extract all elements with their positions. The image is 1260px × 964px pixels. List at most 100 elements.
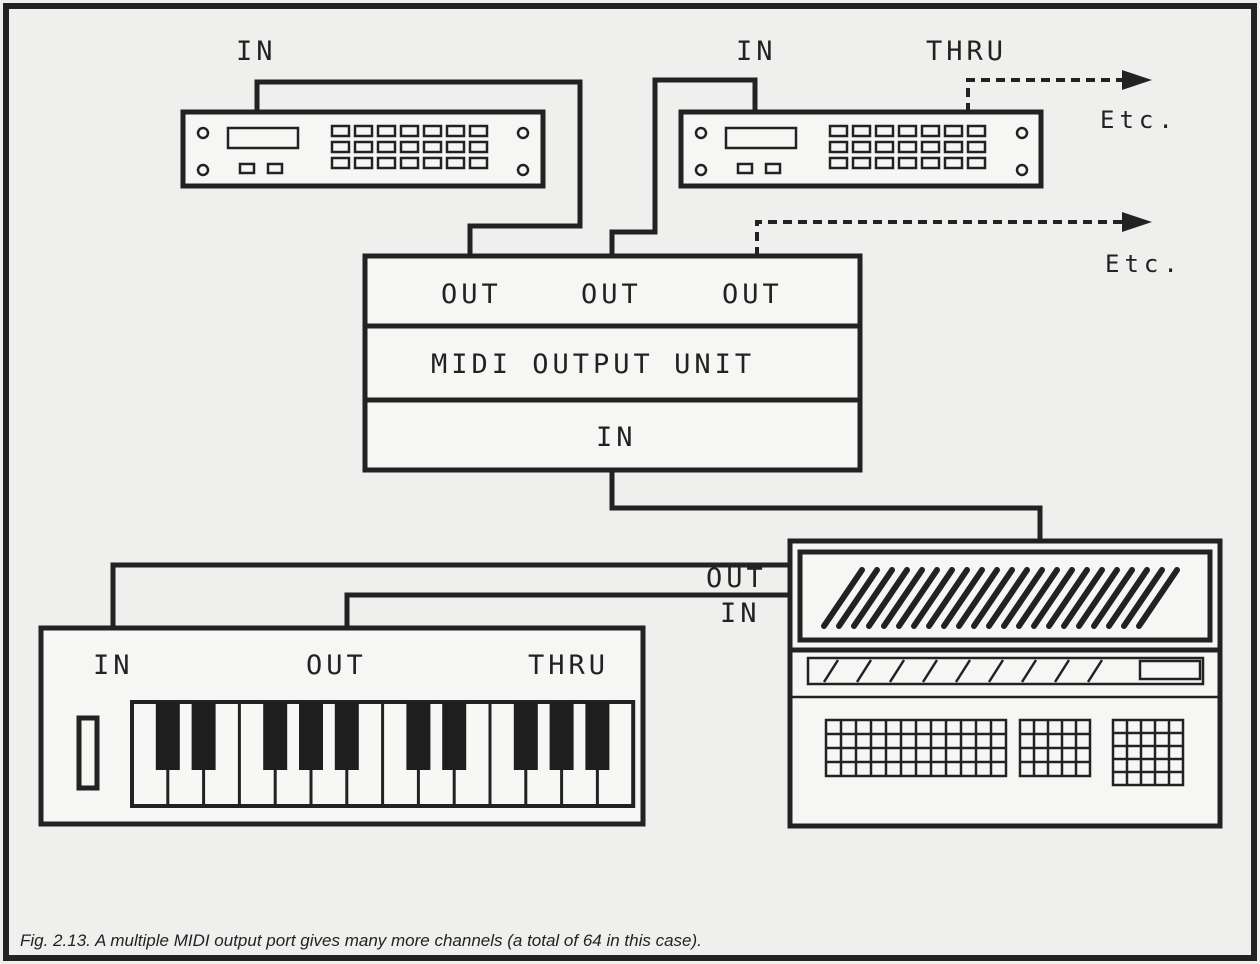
keyboard-in-label: IN — [93, 650, 134, 681]
synth-button — [943, 140, 964, 154]
screw-icon — [694, 163, 708, 177]
computer-out-label: OUT — [706, 563, 767, 594]
disk-drive-panel — [806, 656, 1205, 686]
unit-out-label-2: OUT — [581, 279, 642, 310]
black-key — [549, 702, 574, 770]
synth-module-right — [678, 109, 1044, 189]
figure-frame — [3, 3, 1257, 961]
left-synth-in-label: IN — [236, 36, 277, 67]
unit-out-label-1: OUT — [441, 279, 502, 310]
synth-button — [399, 124, 420, 138]
synth-button — [874, 156, 895, 170]
synth-button — [376, 156, 397, 170]
synth-button — [897, 140, 918, 154]
synth-button — [330, 140, 351, 154]
unit-title: MIDI OUTPUT UNIT — [431, 349, 755, 380]
computer-in-label: IN — [720, 598, 761, 629]
synth-button — [828, 140, 849, 154]
synth-button — [376, 140, 397, 154]
synth-display — [724, 126, 798, 150]
synth-button — [874, 140, 895, 154]
labels: IN IN THRU Etc. Etc. OUT OUT OUT MIDI OU… — [20, 36, 1183, 950]
computer-screen — [797, 549, 1213, 643]
black-key — [585, 702, 610, 770]
synth-button — [966, 156, 987, 170]
right-synth-thru-label: THRU — [926, 36, 1007, 67]
computer-keyboard — [824, 718, 1185, 787]
synth-button — [897, 156, 918, 170]
black-key — [334, 702, 359, 770]
synth-button — [943, 156, 964, 170]
cable-computer-to-unit-in — [609, 470, 1043, 541]
black-key — [406, 702, 431, 770]
black-key — [155, 702, 180, 770]
synth-button — [920, 156, 941, 170]
synth-button — [920, 124, 941, 138]
drive-slot — [1138, 659, 1202, 681]
right-synth-in-label: IN — [736, 36, 777, 67]
screw-icon — [516, 126, 530, 140]
screw-icon — [516, 163, 530, 177]
black-key — [263, 702, 288, 770]
black-key — [442, 702, 467, 770]
black-key — [513, 702, 538, 770]
screw-icon — [196, 126, 210, 140]
cable-out2-to-right-synth — [609, 77, 758, 256]
midi-output-unit — [362, 253, 863, 473]
dashed-arrows — [755, 70, 1152, 256]
synth-button — [422, 124, 443, 138]
synth-button — [874, 124, 895, 138]
synth-buttons — [828, 124, 987, 170]
synth-button — [828, 156, 849, 170]
synth-button — [851, 124, 872, 138]
figure-caption: Fig. 2.13. A multiple MIDI output port g… — [20, 931, 702, 950]
screw-icon — [1015, 163, 1029, 177]
synth-button — [966, 124, 987, 138]
synth-button — [353, 124, 374, 138]
synth-module-left — [180, 109, 546, 189]
synth-button — [851, 156, 872, 170]
computer — [787, 538, 1223, 829]
cable-out1-to-left-synth — [254, 79, 583, 256]
synth-button — [445, 124, 466, 138]
out3-arrowhead — [1122, 212, 1152, 232]
out3-arrow-line — [755, 220, 1125, 256]
synth-display — [226, 126, 300, 150]
screw-icon — [196, 163, 210, 177]
synth-button — [468, 140, 489, 154]
synth-button — [330, 156, 351, 170]
synth-button — [445, 156, 466, 170]
black-key — [299, 702, 323, 770]
unit-in-label: IN — [596, 422, 637, 453]
synth-button — [376, 124, 397, 138]
pitch-wheel — [76, 715, 100, 791]
screen-hatch — [821, 567, 1180, 629]
thru-etc-label: Etc. — [1100, 106, 1178, 134]
screw-icon — [1015, 126, 1029, 140]
synth-button — [897, 124, 918, 138]
unit-out-label-3: OUT — [722, 279, 783, 310]
synth-button — [422, 140, 443, 154]
screw-icon — [694, 126, 708, 140]
synth-button — [353, 156, 374, 170]
synth-button — [422, 156, 443, 170]
synth-button — [399, 140, 420, 154]
synth-button — [353, 140, 374, 154]
keyboard-thru-label: THRU — [528, 650, 609, 681]
synth-button — [445, 140, 466, 154]
thru-arrowhead — [1122, 70, 1152, 90]
synth-button — [468, 156, 489, 170]
cable-keyboard-out-to-computer-in — [344, 592, 790, 628]
synth-button — [920, 140, 941, 154]
synth-buttons — [330, 124, 489, 170]
cables — [110, 77, 1043, 628]
thru-arrow-line — [966, 78, 1125, 112]
keyboard-instrument — [38, 625, 646, 827]
cable-computer-to-keyboard-in — [110, 562, 790, 628]
out-etc-label: Etc. — [1105, 250, 1183, 278]
synth-button — [399, 156, 420, 170]
piano-keys — [130, 700, 636, 808]
synth-button — [468, 124, 489, 138]
synth-button — [828, 124, 849, 138]
